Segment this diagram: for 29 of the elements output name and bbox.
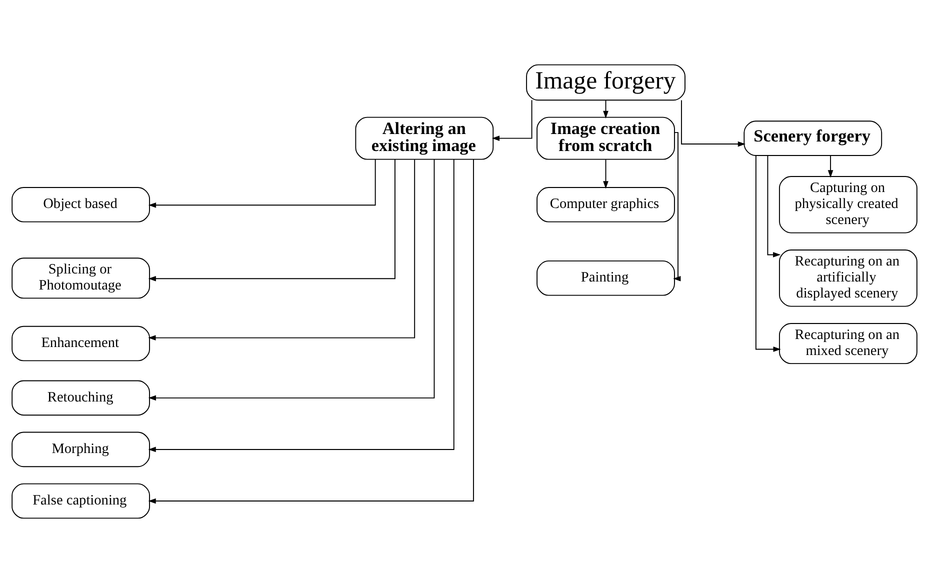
- arrow: [148, 159, 416, 340]
- arrow: [148, 158, 396, 282]
- node-box: Computer graphics: [536, 186, 675, 222]
- arrow: [603, 100, 608, 118]
- node-box: Capturing on physically created scenery: [779, 176, 918, 234]
- node-box: Retouching: [12, 380, 150, 416]
- arrow: [148, 158, 474, 504]
- node-box: Image creation from scratch: [536, 116, 675, 160]
- arrow: [148, 158, 454, 452]
- arrow: [603, 159, 608, 189]
- node-box: Altering an existing image: [355, 116, 494, 160]
- node-box: Scenery forgery: [744, 120, 882, 156]
- node-box: Painting: [536, 260, 675, 296]
- arrow: [673, 132, 681, 282]
- arrow: [767, 155, 781, 258]
- arrow: [148, 158, 376, 208]
- arrow: [755, 155, 781, 352]
- node-box: Object based: [12, 186, 150, 222]
- arrow: [828, 155, 834, 178]
- node-box: Morphing: [12, 432, 150, 468]
- node-box: Recapturing on an artificially displayed scenery: [779, 250, 918, 307]
- arrow: [681, 100, 746, 147]
- node-box: Image forgery: [526, 64, 686, 101]
- node-box: False captioning: [12, 483, 150, 519]
- node-box: Splicing or Photomoutage: [12, 258, 150, 299]
- arrow: [148, 159, 435, 401]
- node-box: Enhancement: [12, 326, 150, 362]
- node-box: Recapturing on an mixed scenery: [779, 323, 918, 364]
- arrow: [492, 100, 532, 141]
